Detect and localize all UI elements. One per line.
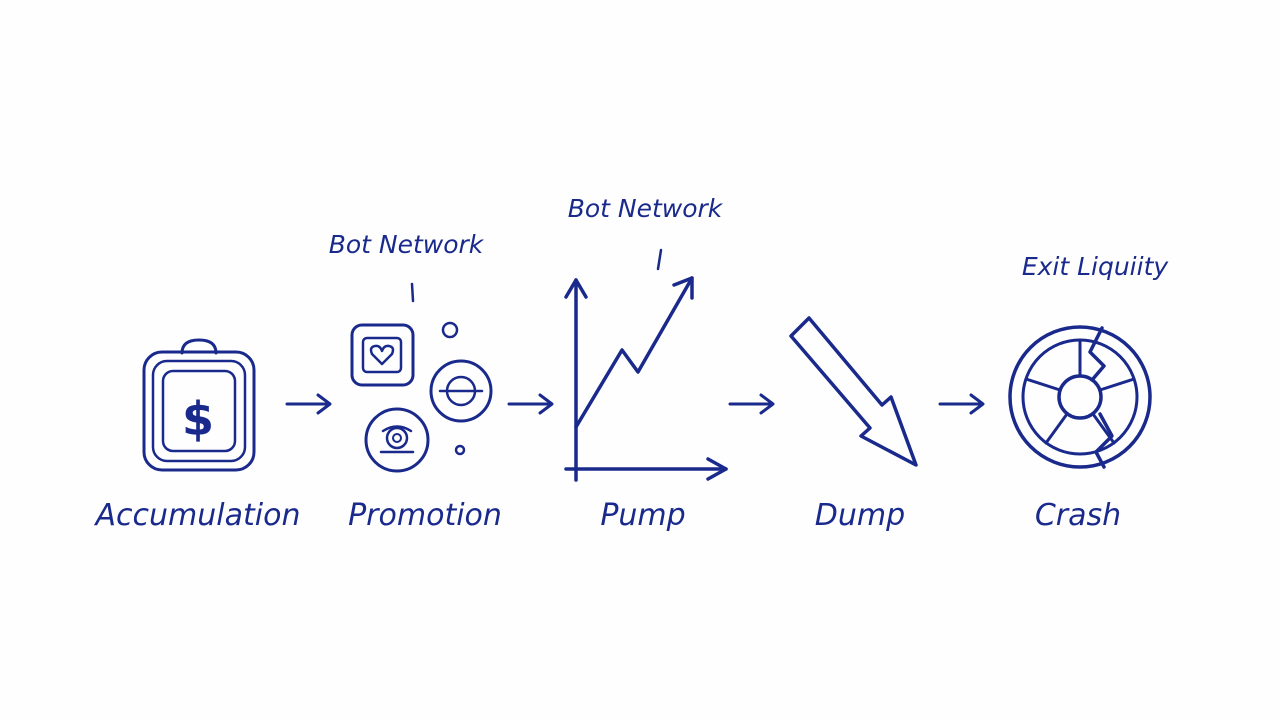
note-pointer-promotion: [410, 282, 415, 303]
step-label-pump: Pump: [600, 498, 686, 533]
flow-arrow-1: [285, 393, 332, 415]
note-pointer-pump: [656, 248, 663, 271]
step-label-crash: Crash: [1034, 498, 1122, 533]
dollar-sign: $: [182, 392, 214, 446]
promotion-note: Bot Network: [328, 230, 484, 259]
step-label-accumulation: Accumulation: [95, 498, 301, 533]
flow-arrow-3: [728, 393, 775, 415]
pump-note: Bot Network: [567, 194, 723, 223]
money-safe-icon: $: [142, 338, 256, 472]
down-arrow-icon: [789, 316, 918, 467]
crash-note: Exit Liquiity: [1021, 252, 1169, 281]
bot-cluster-icon: [350, 321, 493, 473]
rising-chart-icon: [564, 276, 728, 482]
broken-wheel-icon: [1008, 325, 1152, 469]
flow-arrow-2: [507, 393, 554, 415]
step-label-promotion: Promotion: [348, 498, 502, 533]
flow-arrow-4: [938, 393, 985, 415]
step-label-dump: Dump: [814, 498, 906, 533]
